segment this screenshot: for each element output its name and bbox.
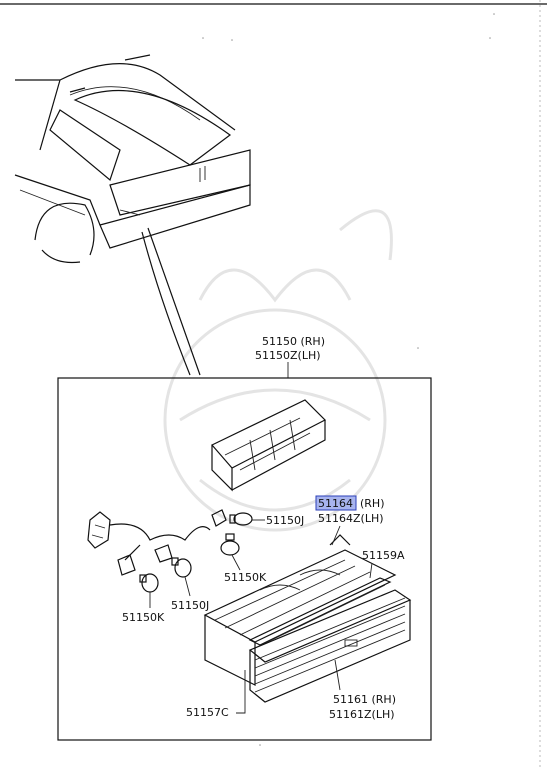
- gasket-part: [248, 577, 392, 649]
- car-rear-illustration: [14, 54, 251, 376]
- label-finisher-lh: 51164Z(LH): [318, 512, 384, 525]
- label-finisher-rh[interactable]: 51164: [318, 497, 353, 510]
- label-assembly-rh: 51150 (RH): [262, 335, 325, 348]
- watermark-emblem: [163, 209, 393, 532]
- leader-bulb-upper: [231, 554, 241, 571]
- label-socket-lower: 51150J: [171, 599, 209, 612]
- bulb-upper-icon: [229, 512, 253, 526]
- bulb-lower-icon: [139, 573, 159, 593]
- label-lens-lh: 51161Z(LH): [329, 708, 395, 721]
- label-gasket: 51159A: [362, 549, 405, 562]
- wiring-harness: [87, 509, 227, 576]
- scan-specks: [202, 13, 495, 746]
- leader-finisher: [331, 525, 341, 546]
- label-housing: 51157C: [186, 706, 229, 719]
- leader-lens: [334, 659, 341, 691]
- label-bulb-upper: 51150K: [224, 571, 267, 584]
- label-socket-upper: 51150J: [266, 514, 304, 527]
- label-finisher-rh-suffix: (RH): [360, 497, 385, 510]
- rear-finisher-part: [211, 399, 327, 492]
- bulb-right-icon: [220, 533, 240, 556]
- bulb-middle-icon: [171, 557, 192, 578]
- label-bulb-lower: 51150K: [122, 611, 165, 624]
- assembly-frame: [57, 377, 432, 741]
- leader-gasket: [369, 562, 373, 579]
- lamp-housing-part: [203, 534, 397, 686]
- lens-part: [248, 589, 412, 703]
- part-highlight-51164: [315, 495, 357, 511]
- label-lens-rh: 51161 (RH): [333, 693, 396, 706]
- label-assembly-lh: 51150Z(LH): [255, 349, 321, 362]
- leader-socket-lower: [184, 576, 191, 597]
- leader-housing: [236, 670, 246, 714]
